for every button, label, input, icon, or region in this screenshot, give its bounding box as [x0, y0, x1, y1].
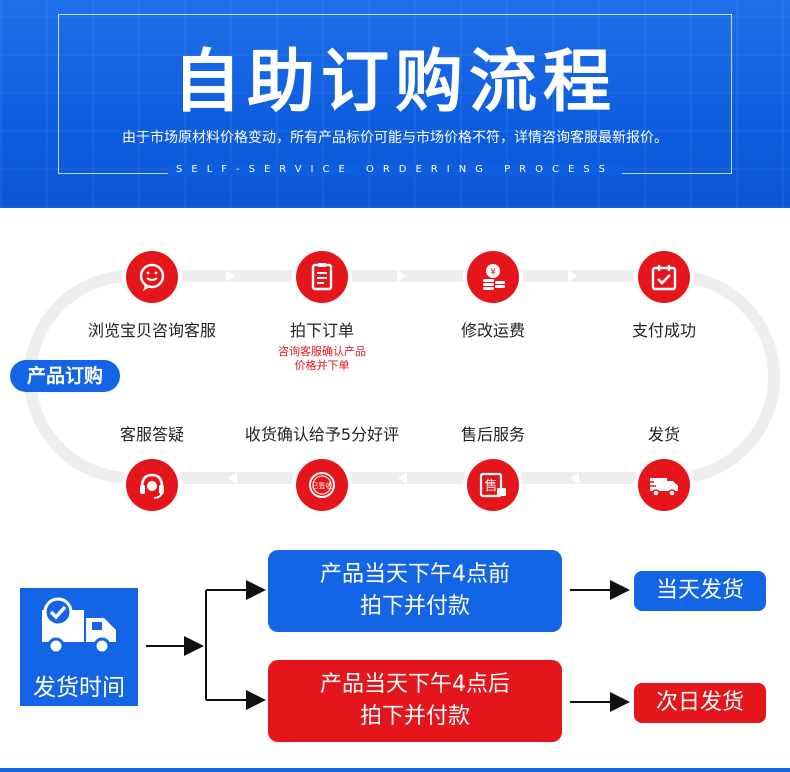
step-label: 收货确认给予5分好评: [244, 425, 400, 444]
step-confirm-review: 收货确认给予5分好评 已签收: [237, 421, 407, 511]
received-stamp-icon: 已签收: [296, 459, 348, 511]
track-arrow: [228, 472, 237, 484]
step-place-order: 拍下订单 咨询客服确认产品 价格并下单: [237, 251, 407, 373]
payment-check-icon: [638, 251, 690, 303]
page-title: 自助订购流程: [172, 43, 617, 122]
svg-text:售: 售: [484, 478, 497, 494]
step-label: 支付成功: [631, 321, 696, 340]
ordering-process: 浏览宝贝咨询客服 拍下订单 咨询客服确认产品 价格并下单 ¥ 修改运费 支付成功…: [0, 208, 790, 528]
step-note: 咨询客服确认产品 价格并下单: [237, 345, 407, 373]
track-arrow: [398, 472, 407, 484]
step-note-line: 价格并下单: [294, 359, 350, 372]
track-arrow: [568, 270, 577, 282]
flow-connectors: [146, 580, 630, 712]
before-4pm-line1: 产品当天下午4点前: [320, 562, 510, 587]
svg-text:¥: ¥: [490, 268, 496, 278]
after-4pm-box: 产品当天下午4点后 拍下并付款: [268, 660, 562, 742]
english-subtitle: SELF-SERVICE ORDERING PROCESS: [0, 164, 790, 175]
after-sales-icon: 售: [467, 459, 519, 511]
step-payment-success: 支付成功: [579, 251, 749, 341]
before-4pm-box: 产品当天下午4点前 拍下并付款: [268, 550, 562, 632]
step-label: 客服答疑: [119, 425, 184, 444]
track-arrow: [226, 270, 235, 282]
next-day-ship-tag: 次日发货: [634, 683, 766, 723]
bottom-rule: [0, 768, 790, 772]
before-4pm-line2: 拍下并付款: [359, 594, 470, 619]
shipping-time-section: 发货时间 产品当天下午4点前 拍下并付款 产品当天下午4点后 拍下并付款 当天发…: [0, 528, 790, 772]
shipping-truck-icon: [42, 597, 116, 655]
delivery-truck-icon: [638, 459, 690, 511]
step-note-line: 咨询客服确认产品: [278, 345, 366, 358]
track-arrow: [570, 472, 579, 484]
step-after-sales: 售后服务 售: [408, 421, 578, 511]
after-4pm-line2: 拍下并付款: [359, 704, 470, 729]
step-label: 修改运费: [460, 321, 525, 340]
product-order-badge: 产品订购: [10, 360, 120, 392]
step-label: 发货: [647, 425, 680, 444]
headset-icon: [126, 459, 178, 511]
step-customer-qa: 客服答疑: [67, 421, 237, 511]
shipping-time-label: 发货时间: [33, 675, 125, 701]
order-list-icon: [296, 251, 348, 303]
chat-bubble-icon: [126, 251, 178, 303]
step-label: 售后服务: [460, 425, 525, 444]
same-day-ship-tag: 当天发货: [634, 571, 766, 611]
step-label: 浏览宝贝咨询客服: [87, 321, 216, 340]
step-ship: 发货: [579, 421, 749, 511]
english-subtitle-text: SELF-SERVICE ORDERING PROCESS: [168, 164, 622, 175]
step-label: 拍下订单: [289, 321, 354, 340]
stamp-text: 已签收: [312, 481, 333, 490]
track-arrow: [397, 270, 406, 282]
step-browse-consult: 浏览宝贝咨询客服: [67, 251, 237, 341]
shipping-time-box: 发货时间: [20, 588, 138, 706]
price-notice: 由于市场原材料价格变动，所有产品标价可能与市场价格不符，详情咨询客服最新报价。: [122, 130, 668, 146]
coins-icon: ¥: [467, 251, 519, 303]
step-modify-shipping: ¥ 修改运费: [408, 251, 578, 341]
header-banner: 自助订购流程 由于市场原材料价格变动，所有产品标价可能与市场价格不符，详情咨询客…: [0, 0, 790, 208]
after-4pm-line1: 产品当天下午4点后: [320, 672, 510, 697]
